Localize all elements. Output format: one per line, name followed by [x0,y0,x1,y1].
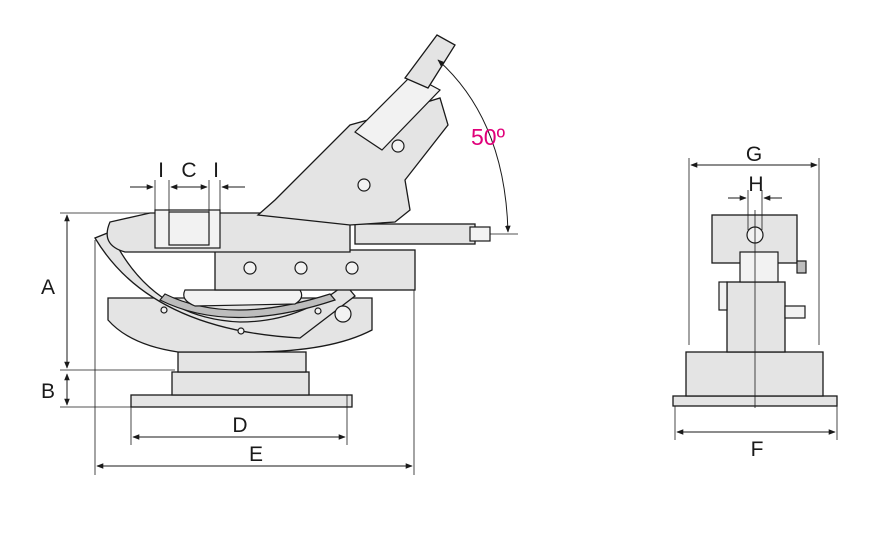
column [177,351,307,373]
slot [183,289,303,307]
pin [314,307,322,315]
bolt [294,261,308,275]
dimension-labels: A B C I I D E F G H 50º [41,124,764,466]
label-i-left: I [158,159,164,182]
front-column [726,281,786,353]
label-c: C [181,159,196,182]
label-h: H [748,173,763,196]
side-view [94,34,491,408]
tilt-angle-label: 50º [471,124,506,150]
front-clamp [796,260,807,274]
label-i-right: I [213,159,219,182]
pin [160,306,168,314]
front-lever [718,281,728,311]
base-plate [130,394,353,408]
front-knob [784,305,806,319]
screw-end [469,226,491,242]
label-g: G [746,143,762,166]
label-a: A [41,276,55,299]
front-pedestal [685,351,824,397]
pivot-pin [237,327,245,335]
jaw-plate [168,211,210,246]
base-pedestal [171,371,310,396]
bolt [243,261,257,275]
tilted-arm [256,97,449,226]
gear-knob-icon [334,305,352,323]
lead-screw [354,223,476,245]
dimension-lines [60,59,838,475]
bolt [345,261,359,275]
arm-bolt [357,178,371,192]
label-f: F [751,438,764,461]
arm-screw [403,34,456,89]
arm-bolt [391,139,405,153]
label-e: E [249,443,263,466]
front-view [672,210,838,408]
label-d: D [232,414,247,437]
front-jaw-slot [739,251,779,283]
label-b: B [41,380,55,403]
